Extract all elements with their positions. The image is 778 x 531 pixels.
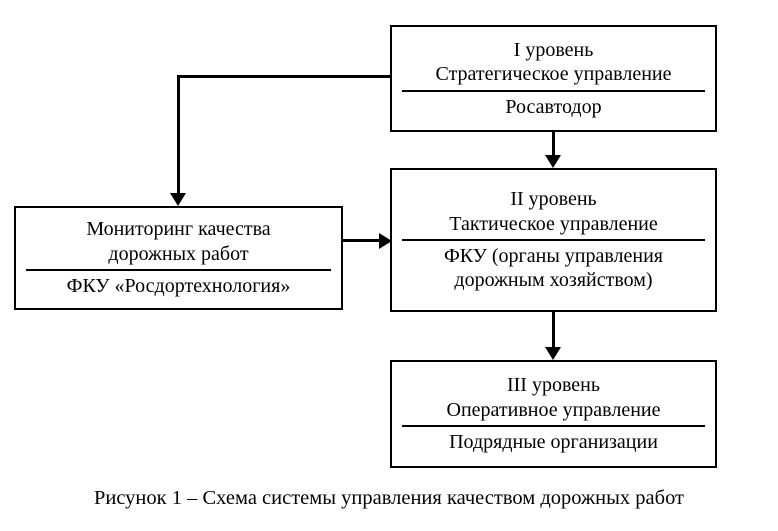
edge-monitoring-to-tactical-arrowhead-icon xyxy=(379,233,392,249)
node-level-2-title: II уровень xyxy=(510,188,597,211)
figure-caption: Рисунок 1 – Схема системы управления кач… xyxy=(93,487,685,509)
node-level-2-organization-line-2: дорожным хозяйством) xyxy=(454,269,653,292)
node-level-1-strategic: I уровень Стратегическое управление Роса… xyxy=(390,25,717,132)
edge-strategic-to-monitoring-horizontal-segment xyxy=(177,75,392,78)
node-level-1-title: I уровень xyxy=(513,38,594,61)
node-monitoring-quality: Мониторинг качества дорожных работ ФКУ «… xyxy=(14,206,343,310)
node-level-2-subtitle: Тактическое управление xyxy=(449,212,658,235)
node-level-2-tactical: II уровень Тактическое управление ФКУ (о… xyxy=(390,168,717,312)
node-level-2-organization-line-1: ФКУ (органы управления xyxy=(443,245,663,267)
node-monitoring-body: ФКУ «Росдортехнология» xyxy=(16,274,341,298)
node-level-1-header: I уровень Стратегическое управление xyxy=(392,36,715,87)
edge-strategic-to-monitoring-arrowhead-icon xyxy=(170,193,186,206)
edge-level1-to-level2-segment xyxy=(552,131,555,157)
edge-level1-to-level2-arrowhead-icon xyxy=(545,155,561,168)
node-level-3-subtitle: Оперативное управление xyxy=(446,398,661,421)
edge-monitoring-to-tactical-segment xyxy=(343,239,383,242)
node-level-3-operational: III уровень Оперативное управление Подря… xyxy=(390,360,717,468)
node-level-1-organization: Росавтодор xyxy=(505,95,602,118)
node-level-2-body: ФКУ (органы управления дорожным хозяйств… xyxy=(392,244,715,293)
node-level-1-subtitle: Стратегическое управление xyxy=(435,63,672,86)
node-level-1-body: Росавтодор xyxy=(392,95,715,121)
node-level-3-divider xyxy=(402,425,705,428)
edge-level2-to-level3-arrowhead-icon xyxy=(545,347,561,360)
edge-level2-to-level3-segment xyxy=(552,311,555,349)
node-monitoring-organization: ФКУ «Росдортехнология» xyxy=(66,275,291,298)
node-level-2-header: II уровень Тактическое управление xyxy=(392,187,715,236)
node-level-2-divider xyxy=(402,239,705,241)
node-monitoring-header: Мониторинг качества дорожных работ xyxy=(16,217,341,266)
node-level-1-divider xyxy=(402,89,705,92)
node-level-3-title: III уровень xyxy=(506,374,600,397)
node-level-3-body: Подрядные организации xyxy=(392,430,715,454)
node-level-3-organization: Подрядные организации xyxy=(449,431,658,454)
edge-strategic-to-monitoring-vertical-segment xyxy=(177,75,180,194)
node-level-3-header: III уровень Оперативное управление xyxy=(392,373,715,422)
node-monitoring-title: Мониторинг качества xyxy=(86,218,271,241)
node-monitoring-subtitle: дорожных работ xyxy=(108,242,249,265)
node-monitoring-divider xyxy=(26,269,331,272)
